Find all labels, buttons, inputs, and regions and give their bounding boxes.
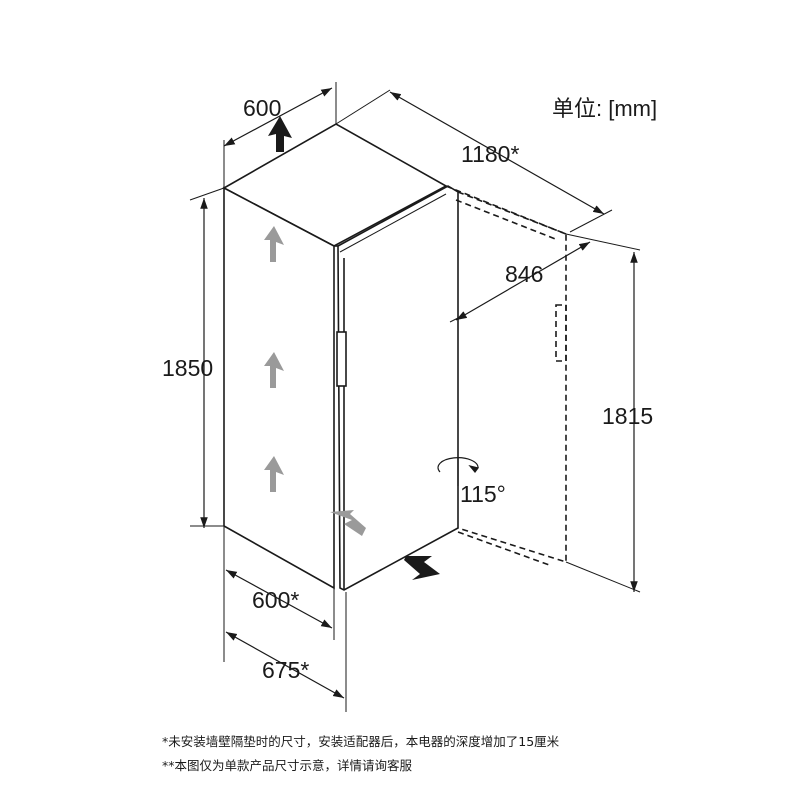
airflow-in-arrow-icon [330,510,366,536]
door-angle-symbol [437,457,480,486]
airflow-up-arrow-icon [264,456,284,492]
footnote-2: **本图仅为单款产品尺寸示意，详情请询客服 [162,758,413,773]
appliance-body [222,123,459,591]
label-top-width: 600 [243,95,281,121]
dim-line-depth-handle [225,631,345,699]
label-depth-bottom: 600* [252,587,299,613]
label-height: 1850 [162,355,213,381]
left-side-face [223,186,335,590]
open-door-handle [555,304,567,362]
footnote-1: *未安装墙壁隔垫时的尺寸，安装适配器后，本电器的深度增加了15厘米 [162,734,560,749]
dim-line-body-depth [455,241,591,321]
dim-line-door-open-depth [389,91,605,215]
dim-line-top-width [223,87,333,147]
open-door-outline [445,185,567,567]
label-side-height: 1815 [602,403,653,429]
airflow-arrows [264,226,366,536]
extension-lines [189,82,641,712]
dim-line-depth-bottom [225,569,333,629]
air-out-arrow-icon [268,116,292,152]
airflow-up-arrow-icon [264,226,284,262]
air-in-arrow-icon [404,556,440,580]
unit-label: 单位: [mm] [552,96,657,121]
dimension-lines [200,87,638,699]
ventilation-arrows [268,116,440,580]
door-handle [336,331,347,387]
label-door-open-depth: 1180* [461,141,519,167]
airflow-up-arrow-icon [264,352,284,388]
label-door-angle: 115° [460,481,506,507]
label-body-depth: 846 [505,261,543,287]
label-depth-handle: 675* [262,657,309,683]
